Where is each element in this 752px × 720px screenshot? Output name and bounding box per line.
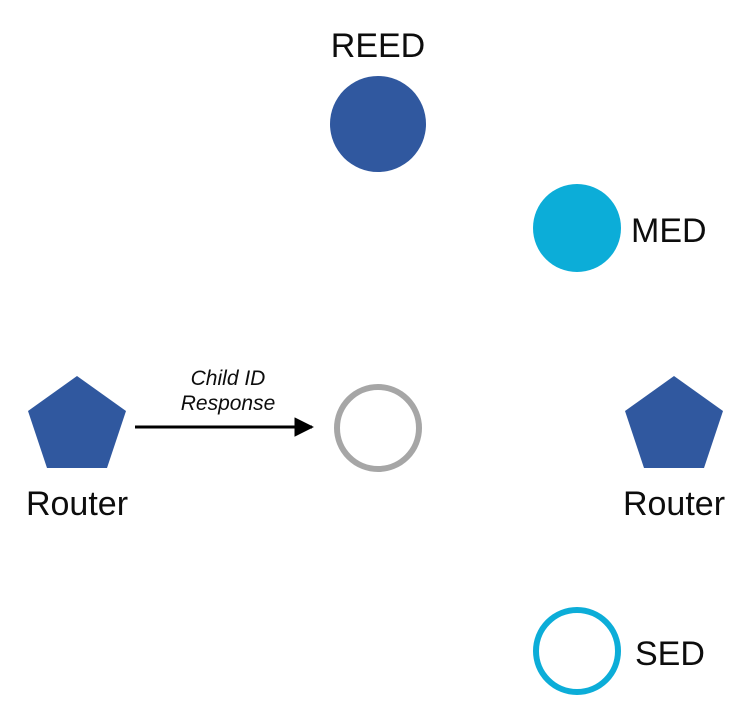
node-label-med: MED bbox=[631, 212, 707, 250]
edge-child-id-response: Child ID Response bbox=[135, 367, 314, 437]
edge-label-line-2: Response bbox=[181, 392, 276, 415]
node-router-left[interactable]: Router bbox=[26, 376, 128, 523]
node-label-sed: SED bbox=[635, 635, 705, 673]
node-label-router-left: Router bbox=[26, 485, 128, 523]
med-circle-shape[interactable] bbox=[533, 184, 621, 272]
node-label-reed: REED bbox=[331, 27, 425, 65]
node-joiner-center[interactable] bbox=[334, 384, 422, 472]
router-left-pentagon-shape[interactable] bbox=[28, 376, 126, 468]
joiner-center-circle-shape[interactable] bbox=[334, 384, 422, 472]
sed-circle-shape[interactable] bbox=[533, 607, 621, 695]
node-reed[interactable]: REED bbox=[330, 27, 426, 172]
edge-label-line-1: Child ID bbox=[191, 367, 266, 390]
reed-circle-shape[interactable] bbox=[330, 76, 426, 172]
router-right-pentagon-shape[interactable] bbox=[625, 376, 723, 468]
node-med[interactable]: MED bbox=[533, 184, 707, 272]
node-label-router-right: Router bbox=[623, 485, 725, 523]
node-sed[interactable]: SED bbox=[533, 607, 705, 695]
node-router-right[interactable]: Router bbox=[623, 376, 725, 523]
